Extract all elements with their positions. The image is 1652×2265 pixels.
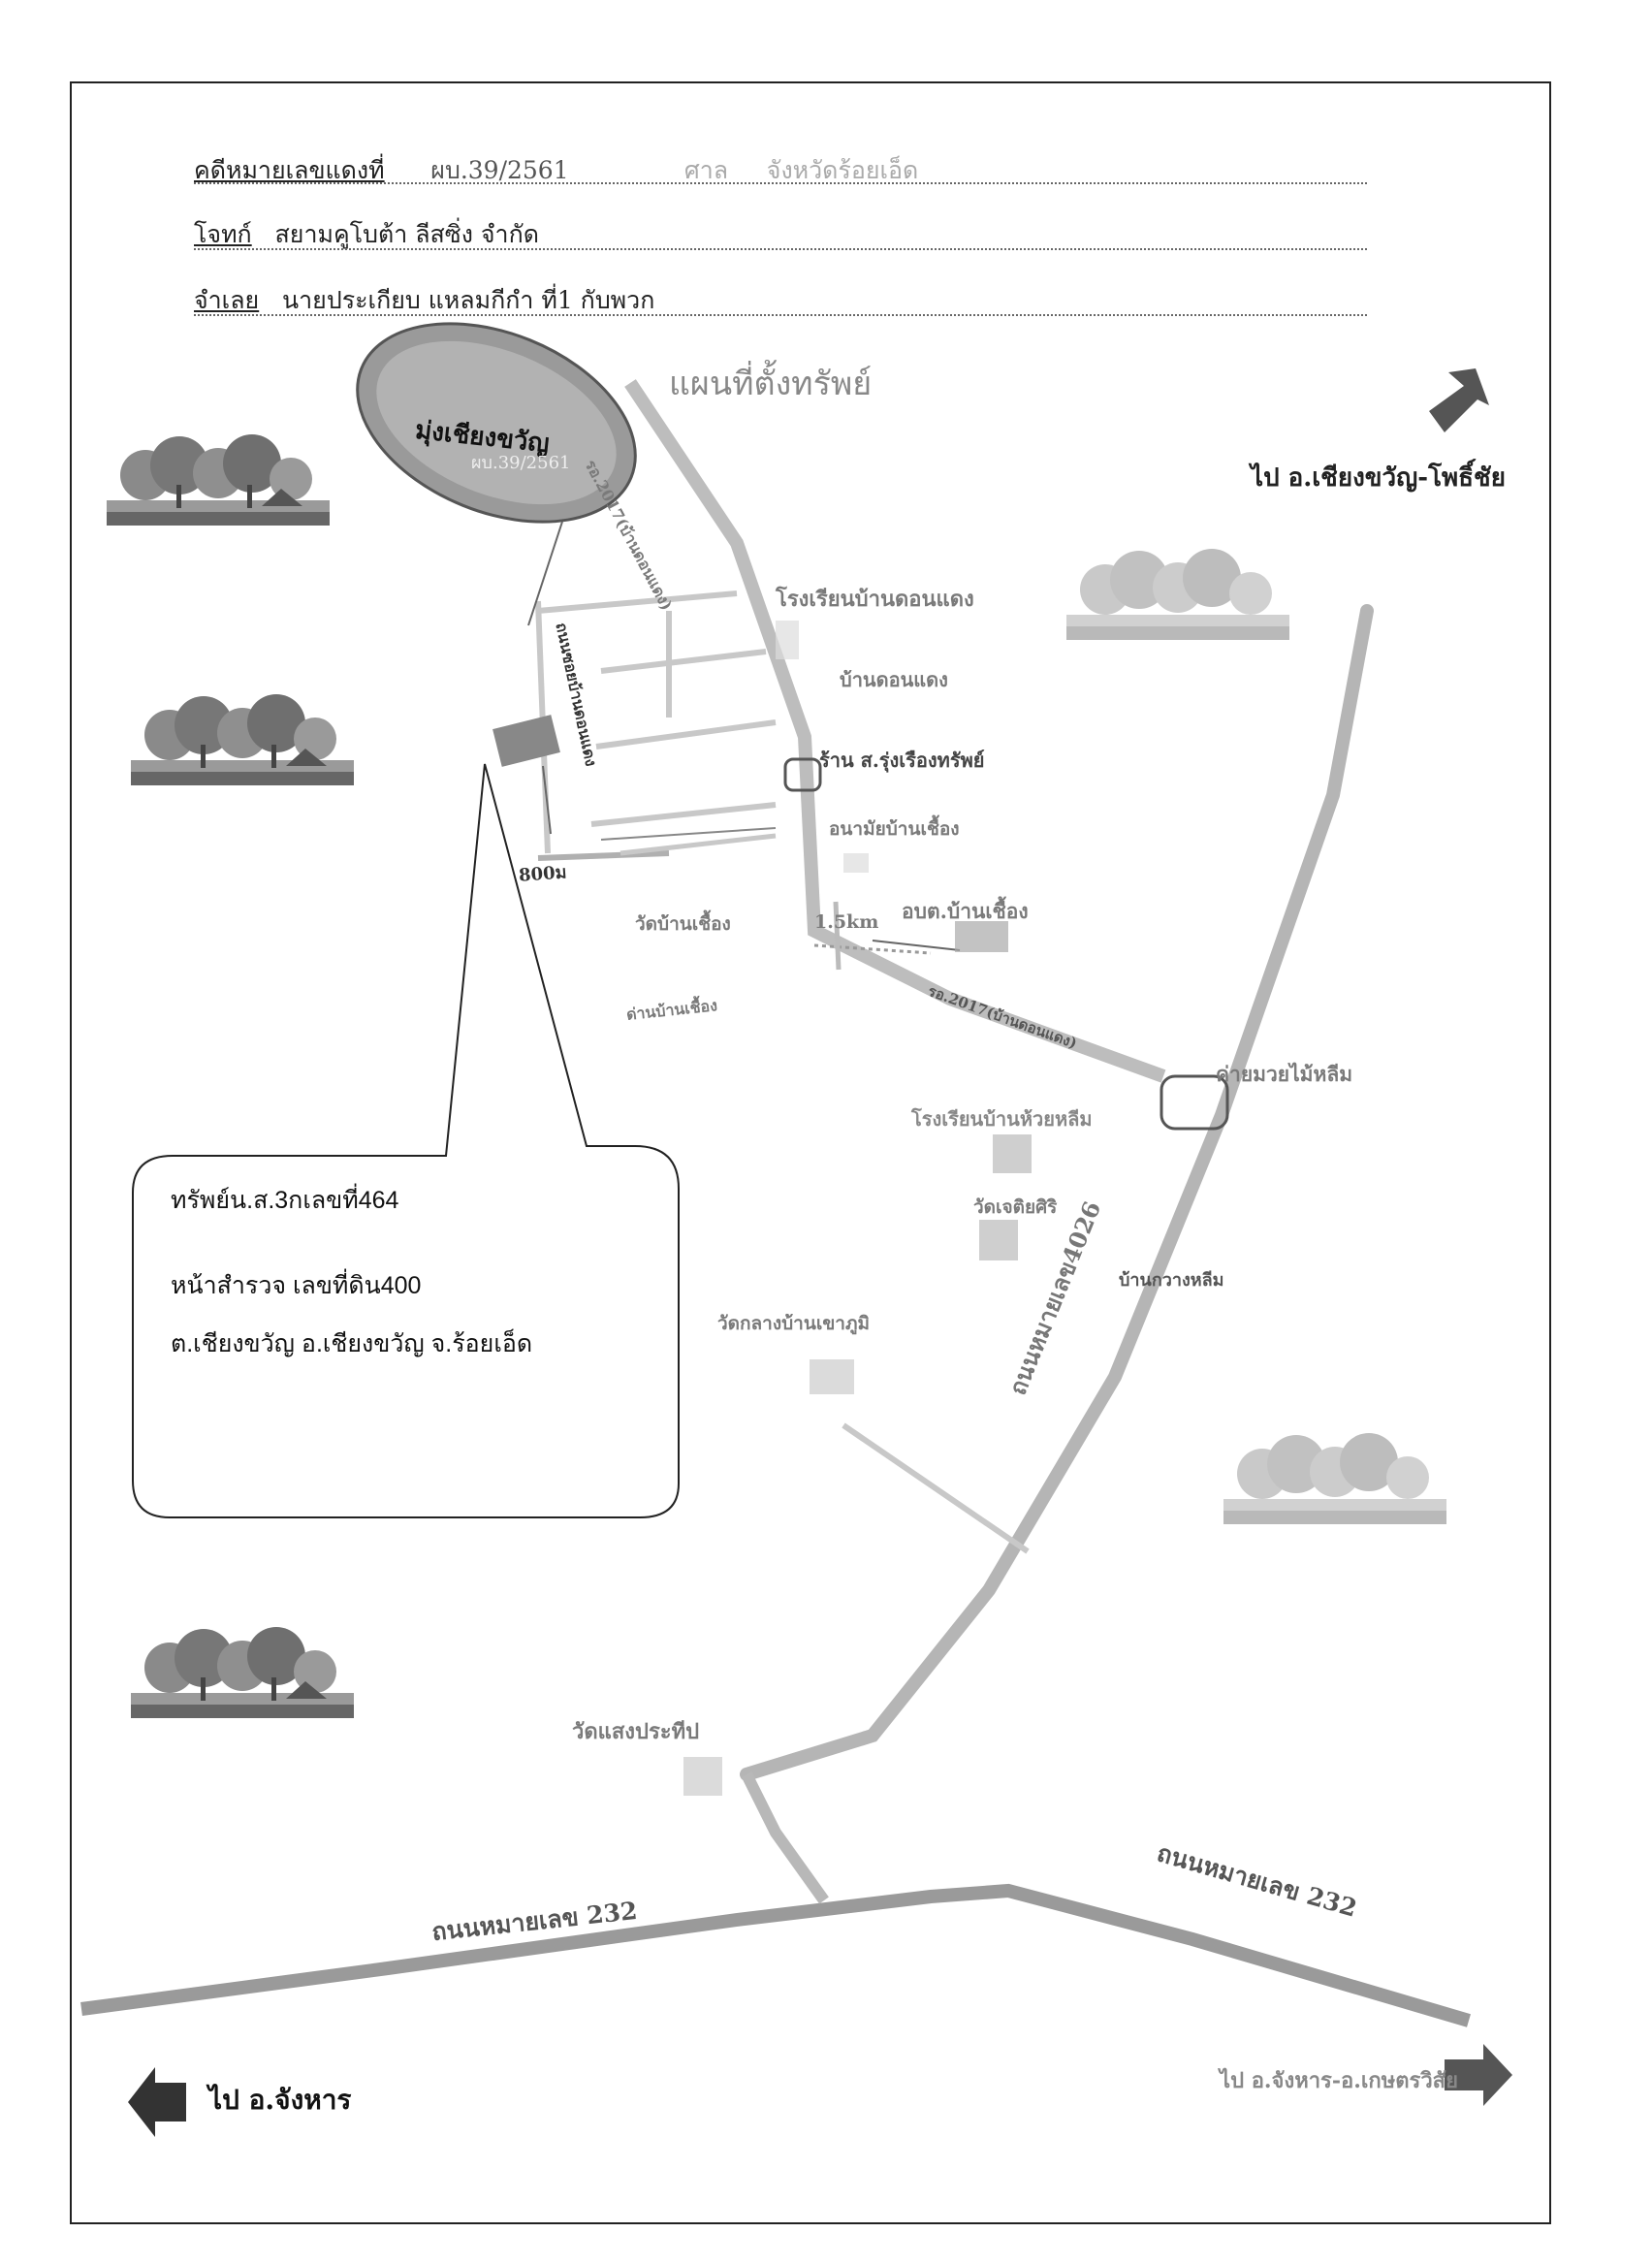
place-shop: ร้าน ส.รุ่งเรืองทรัพย์ [819, 749, 985, 772]
place-temple-chuea: วัดบ้านเชื้อง [635, 913, 731, 935]
place-health: อนามัยบ้านเชื้อง [829, 818, 960, 840]
tree-cluster-icon [131, 694, 354, 785]
temple-icon [683, 1757, 722, 1796]
arrow-left-icon [128, 2067, 186, 2137]
highway-232 [80, 1883, 1471, 2027]
place-wat-chetiyasiri: วัดเจติยศิริ [973, 1196, 1058, 1218]
case-number-line: คดีหมายเลขแดงที่ ผบ.39/2561 ศาล จังหวัดร… [194, 151, 918, 190]
arrow-right-icon [1429, 368, 1489, 432]
tree-cluster-icon [131, 1627, 354, 1718]
court-name: จังหวัดร้อยเอ็ด [766, 156, 919, 184]
place-ban-huaitlam: บ้านกวางหลีม [1119, 1270, 1224, 1291]
tree-cluster-icon [107, 434, 330, 526]
distance-800m: 800ม [518, 862, 568, 886]
defendant-label: จำเลย [194, 286, 260, 314]
defendant-line: จำเลย นายประเกียบ แหลมกีกำ ที่1 กับพวก [194, 281, 654, 320]
court-label: ศาล [683, 156, 729, 184]
direction-northeast: ไป อ.เชียงขวัญ-โพธิ์ชัย [1251, 463, 1506, 493]
defendant-name: นายประเกียบ แหลมกีกำ ที่1 กับพวก [282, 286, 655, 314]
arrow-right-icon [1445, 2044, 1512, 2106]
callout-line-3: ต.เชียงขวัญ อ.เชียงขวัญ จ.ร้อยเอ็ด [171, 1330, 533, 1357]
tree-cluster-icon [1223, 1433, 1446, 1524]
place-ban-donhaeng: บ้านดอนแดง [840, 668, 948, 691]
place-school-huaitlam: โรงเรียนบ้านห้วยหลีม [911, 1107, 1093, 1131]
temple-icon [979, 1220, 1018, 1260]
callout-line-1: ทรัพย์น.ส.3กเลขที่464 [171, 1187, 399, 1214]
highway-4026 [740, 604, 1374, 1781]
building-icon [993, 1134, 1032, 1173]
plaintiff-dotted-line [194, 248, 1367, 250]
direction-southwest: ไป อ.จังหาร [208, 2084, 352, 2116]
building-icon [776, 621, 799, 659]
distance-1-5km: 1.5km [814, 911, 879, 933]
case-number: ผบ.39/2561 [430, 156, 569, 184]
callout-bubble [132, 763, 680, 1518]
defendant-dotted-line [194, 314, 1367, 316]
road-2017 [624, 379, 1166, 1083]
place-school-donhaeng: โรงเรียนบ้านดอนแดง [776, 587, 974, 612]
tree-cluster-icon [1066, 549, 1289, 640]
camp-marker [1160, 1074, 1229, 1131]
plaintiff-name: สยามคูโบต้า ลีสซิ่ง จำกัด [274, 220, 539, 248]
place-tambon-office: อบต.บ้านเชื้อง [902, 899, 1029, 923]
place-wat-saengprathip: วัดแสงประทีป [572, 1719, 700, 1744]
map-title: แผนที่ตั้งทรัพย์ [669, 365, 873, 403]
building-icon [843, 853, 869, 873]
building-icon [955, 921, 1008, 952]
direction-southeast: ไป อ.จังหาร-อ.เกษตรวิสัย [1220, 2068, 1458, 2093]
plaintiff-label: โจทก์ [194, 220, 252, 248]
page-border [70, 81, 1551, 2224]
temple-icon [810, 1359, 854, 1394]
place-camp: ค่ายมวยไม้หลีม [1216, 1062, 1353, 1086]
badge-case: ผบ.39/2561 [471, 453, 571, 473]
callout-line-2: หน้าสำรวจ เลขที่ดิน400 [171, 1272, 422, 1299]
case-label: คดีหมายเลขแดงที่ [194, 156, 385, 184]
case-dotted-line [194, 182, 1367, 184]
property-plot [492, 715, 560, 767]
plaintiff-line: โจทก์ สยามคูโบต้า ลีสซิ่ง จำกัด [194, 215, 539, 254]
place-wat-klang: วัดกลางบ้านเขาภูมิ [717, 1313, 871, 1334]
shop-marker [783, 757, 822, 792]
